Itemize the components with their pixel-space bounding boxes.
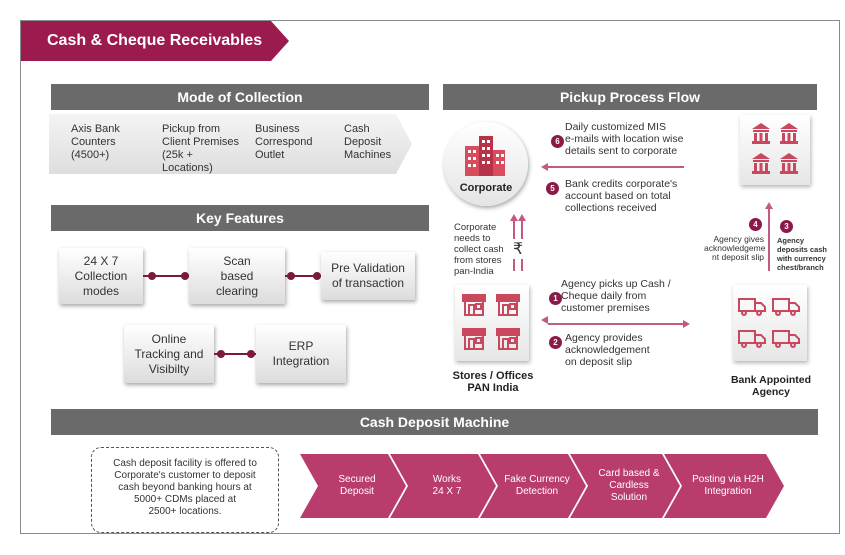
store-icon <box>462 294 520 350</box>
agency-label: Bank Appointed Agency <box>730 374 812 398</box>
connector-dot <box>217 350 225 358</box>
bank-building-icon <box>752 123 798 174</box>
mode-of-collection-header: Mode of Collection <box>51 84 429 110</box>
bank-node <box>740 115 810 185</box>
feature-connector <box>143 275 189 277</box>
stores-node <box>455 285 529 361</box>
arrow-head-up <box>510 214 518 221</box>
cdm-feature-secured-deposit: Secured Deposit <box>300 454 406 518</box>
infographic: Cash & Cheque Receivables Mode of Collec… <box>20 20 840 534</box>
step-1-badge: 1 <box>549 292 562 305</box>
corporate-node: Corporate <box>444 122 528 206</box>
corporate-building-icon <box>465 136 505 176</box>
pickup-flow-header: Pickup Process Flow <box>443 84 817 110</box>
arrow-head-right <box>683 320 690 328</box>
arrow-pickup-cash <box>548 323 684 325</box>
stores-label: Stores / Offices PAN India <box>452 370 534 394</box>
step-5-text: Bank credits corporate's account based o… <box>565 178 678 214</box>
step-2-badge: 2 <box>549 336 562 349</box>
agency-node <box>733 285 807 361</box>
step-4-text: Agency gives acknowledgeme nt deposit sl… <box>704 234 766 262</box>
corporate-label: Corporate <box>459 182 513 194</box>
arrow-head-left <box>541 316 548 324</box>
arrow-head-up <box>518 214 526 221</box>
step-2-text: Agency provides acknowledgement on depos… <box>565 332 650 368</box>
feature-online-tracking: Online Tracking and Visibilty <box>124 325 214 383</box>
mode-pickup-client-premises: Pickup from Client Premises (25k + Locat… <box>132 114 244 174</box>
page-title: Cash & Cheque Receivables <box>21 21 289 61</box>
step-5-badge: 5 <box>546 182 559 195</box>
feature-pre-validation: Pre Validation of transaction <box>321 252 415 300</box>
delivery-truck-icon <box>738 298 800 348</box>
step-6-text: Daily customized MIS e-mails with locati… <box>565 121 684 157</box>
connector-dot <box>313 272 321 280</box>
mode-business-correspondent: Business Correspond Outlet <box>225 114 333 174</box>
step-1-text: Agency picks up Cash / Cheque daily from… <box>561 278 671 314</box>
feature-connector <box>285 275 321 277</box>
feature-24x7: 24 X 7 Collection modes <box>59 248 143 304</box>
connector-dot <box>181 272 189 280</box>
step-4-badge: 4 <box>749 218 762 231</box>
connector-dot <box>287 272 295 280</box>
connector-dot <box>148 272 156 280</box>
cdm-feature-h2h-posting: Posting via H2H Integration <box>664 454 784 518</box>
connector-dot <box>247 350 255 358</box>
step-3-text: Agency deposits cash with currency chest… <box>777 236 828 272</box>
feature-scan-clearing: Scan based clearing <box>189 248 285 304</box>
step-6-badge: 6 <box>551 135 564 148</box>
arrow-agency-to-bank <box>768 209 770 271</box>
step-3-badge: 3 <box>780 220 793 233</box>
feature-erp-integration: ERP Integration <box>256 325 346 383</box>
corporate-note: Corporate needs to collect cash from sto… <box>454 222 504 277</box>
arrow-head-left <box>541 163 548 171</box>
cdm-feature-card-cardless: Card based & Cardless Solution <box>570 454 680 518</box>
arrow-mis-to-corporate <box>548 166 684 168</box>
cdm-header: Cash Deposit Machine <box>51 409 818 435</box>
cdm-description: Cash deposit facility is offered to Corp… <box>91 447 279 533</box>
feature-connector <box>214 353 256 355</box>
rupee-icon: ₹ <box>513 239 524 259</box>
mode-cash-deposit-machines: Cash Deposit Machines <box>314 114 412 174</box>
arrow-head-up <box>765 202 773 209</box>
mode-axis-bank-counters: Axis Bank Counters (4500+) <box>49 114 153 174</box>
key-features-header: Key Features <box>51 205 429 231</box>
